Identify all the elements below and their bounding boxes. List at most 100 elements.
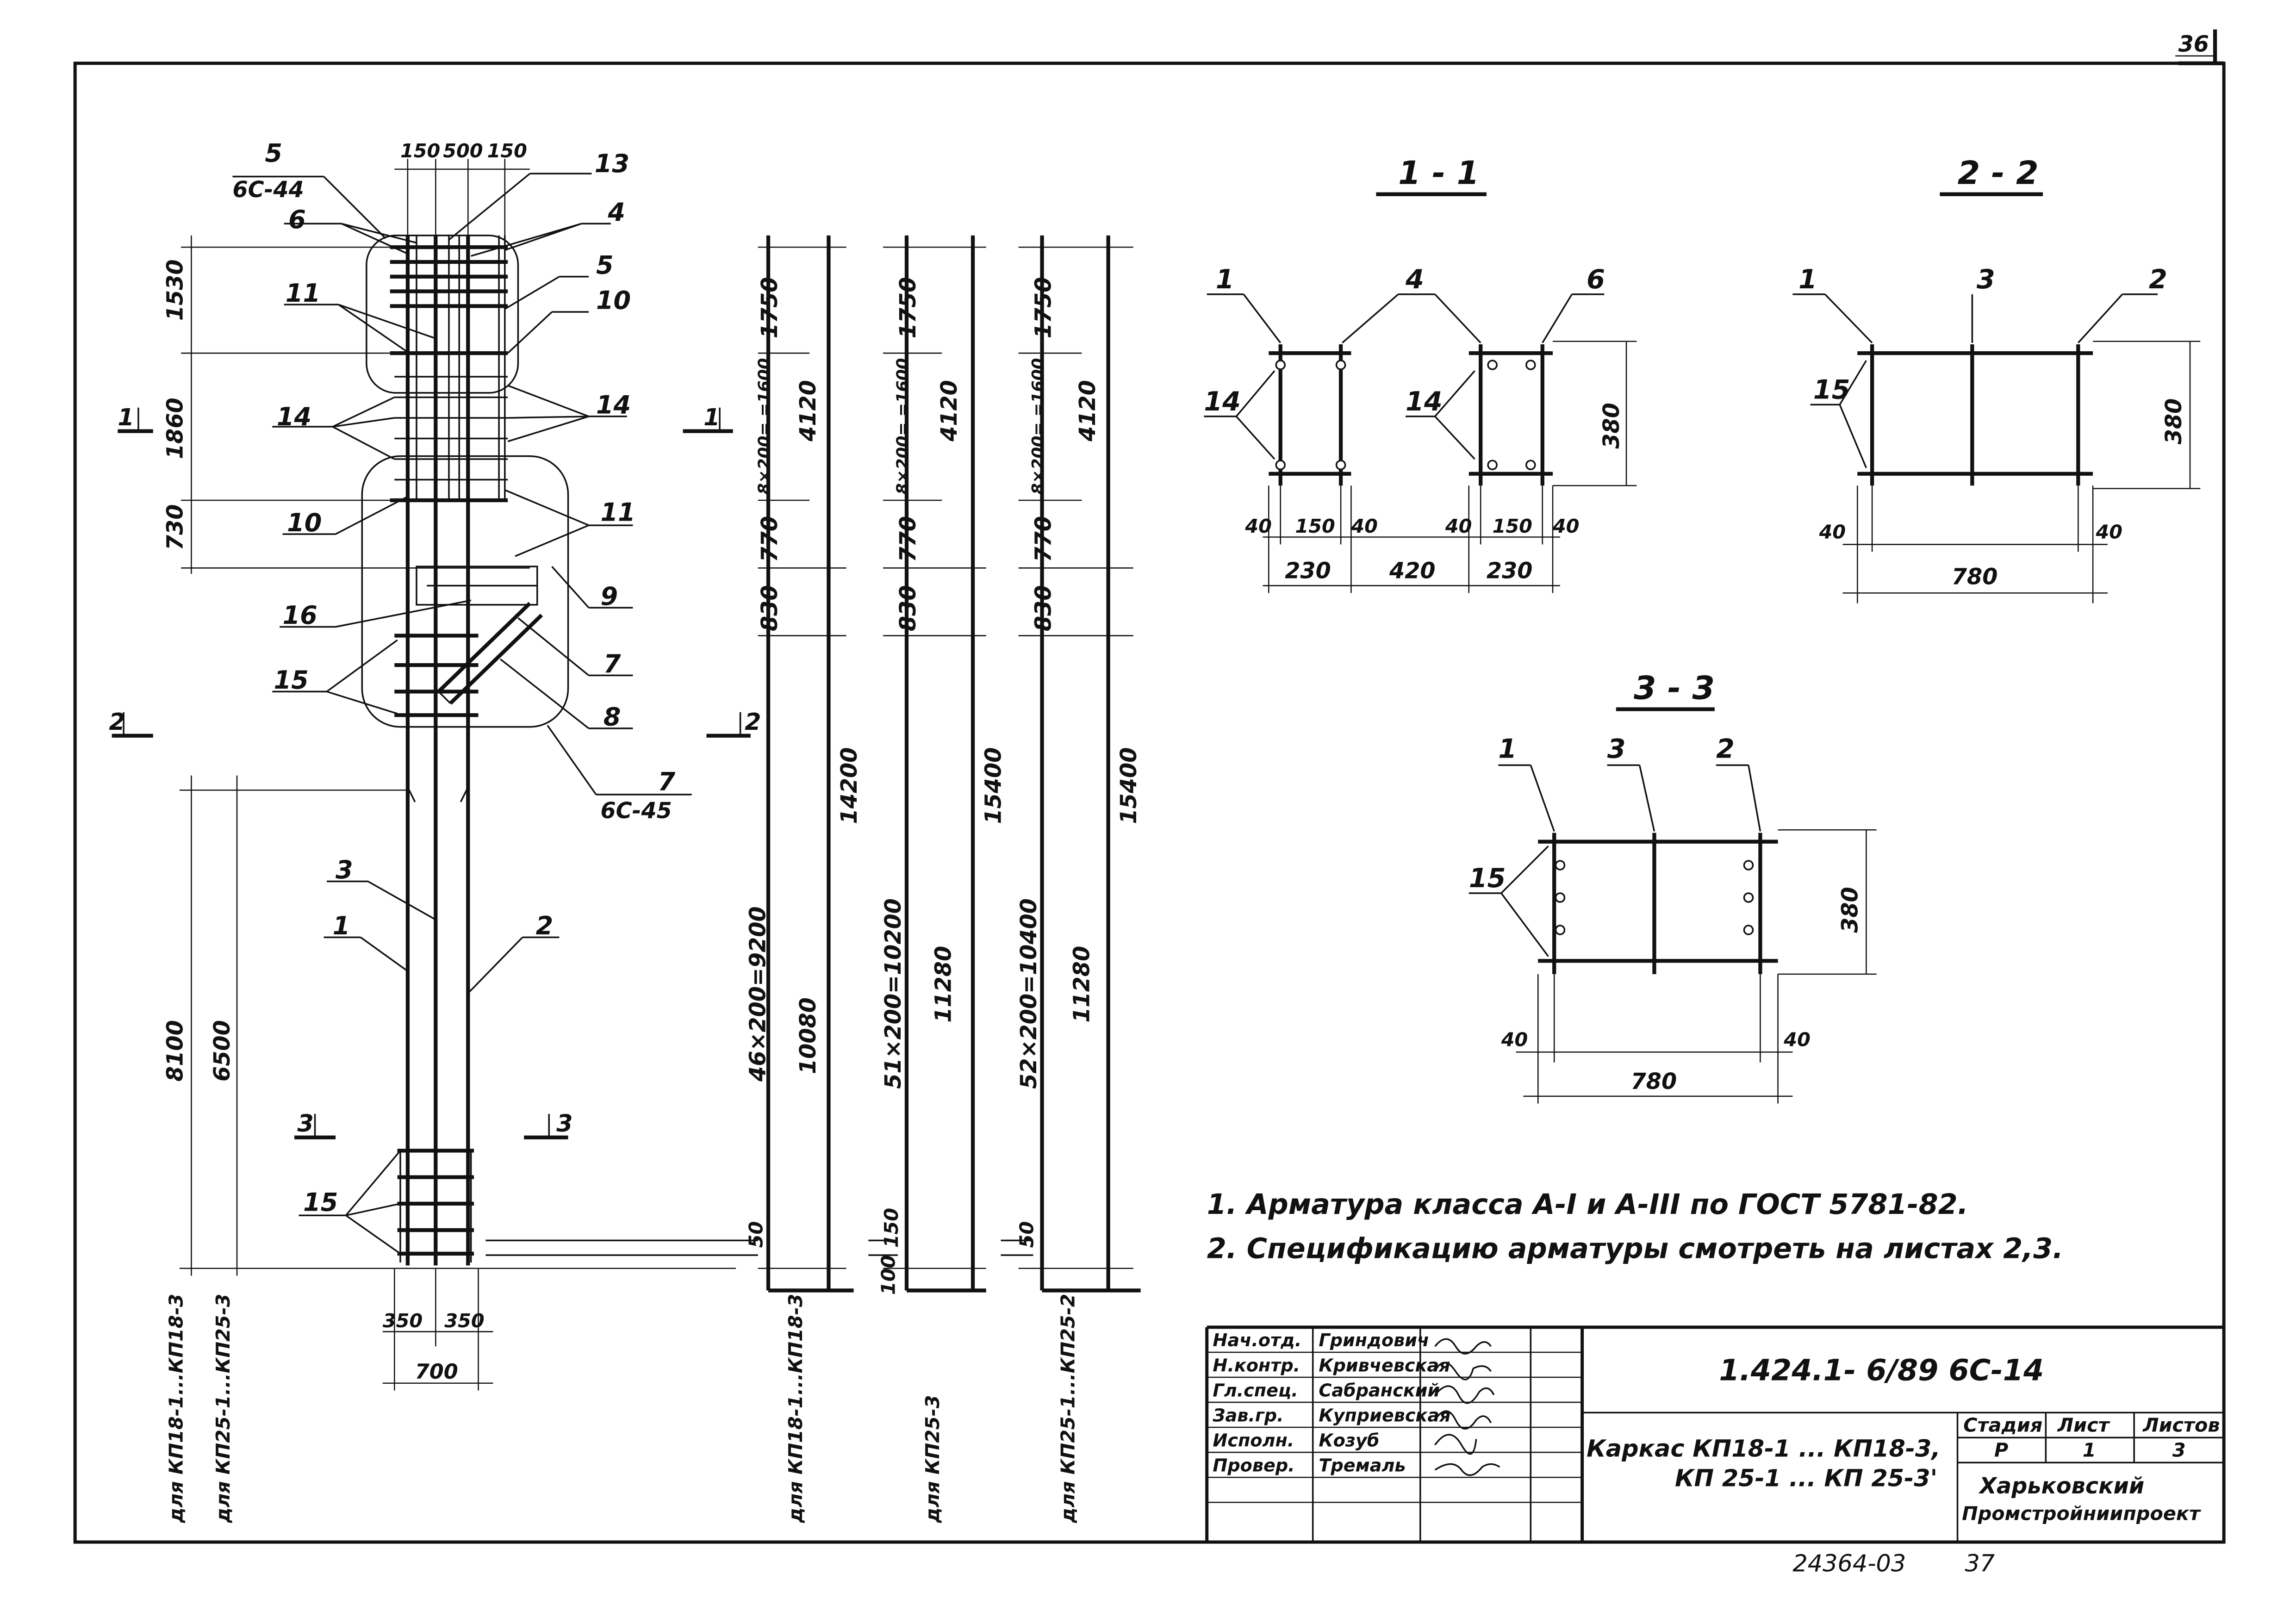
note-2: 2. Спецификацию арматуры смотреть на лис… <box>1207 1232 2063 1265</box>
s11-dim-230-b: 230 <box>1487 559 1533 584</box>
elev2-10200: 51×200=10200 <box>881 898 906 1089</box>
section-1-1-title: 1 - 1 <box>1398 154 1479 192</box>
doc-title-1: Каркас КП18-1 ... КП18-3, <box>1587 1435 1941 1462</box>
callout-10-left: 10 <box>287 508 322 537</box>
elev1-9200: 46×200=9200 <box>746 906 771 1082</box>
elev2-15400: 15400 <box>981 747 1006 824</box>
dim-150-right: 150 <box>487 140 527 162</box>
elev3-15400: 15400 <box>1116 747 1142 824</box>
stage-header: Стадия <box>1963 1414 2042 1436</box>
elevation-3 <box>1001 235 1141 1293</box>
elev2-11280: 11280 <box>931 946 956 1023</box>
cut-mark-1-left: 1 <box>118 404 134 431</box>
callout-5: 5 <box>596 250 614 280</box>
dim-8100: 8100 <box>162 1020 188 1082</box>
section-2-2-title: 2 - 2 <box>1958 154 2039 192</box>
section-3-3-title: 3 - 3 <box>1634 669 1715 707</box>
s22-dim-380: 380 <box>2161 398 2187 445</box>
callout-13: 13 <box>595 149 629 178</box>
upper-ties <box>390 245 508 503</box>
s11-label-4: 4 <box>1405 264 1424 295</box>
elev2-4120: 4120 <box>937 380 962 442</box>
stage-value: Р <box>1994 1439 2008 1461</box>
callout-15-lower: 15 <box>303 1188 338 1217</box>
s22-label-2: 2 <box>2149 264 2167 295</box>
s11-dim-40-a: 40 <box>1244 515 1272 537</box>
callout-5-top: 5 <box>265 139 282 168</box>
callout-16: 16 <box>283 601 317 630</box>
elev2-100: 100 <box>877 1255 900 1295</box>
for-label-kp18: для КП18-1...КП18-3 <box>165 1294 187 1524</box>
elev3-label: для КП25-1...КП25-2 <box>1057 1294 1079 1524</box>
name-2: Кривчевская <box>1319 1355 1450 1375</box>
doc-code: 1.424.1- 6/89 6С-14 <box>1719 1353 2044 1387</box>
name-1: Гриндович <box>1319 1330 1429 1350</box>
role-3: Гл.спец. <box>1213 1380 1298 1400</box>
s11-label-14-right: 14 <box>1406 386 1443 417</box>
callout-10-right: 10 <box>596 286 631 315</box>
name-6: Тремаль <box>1319 1455 1406 1476</box>
s22-dim-40-left: 40 <box>1819 521 1846 543</box>
elev3-pitch: 8×200= =1600 <box>1029 358 1048 495</box>
elev1-pitch: 8×200= =1600 <box>755 358 774 495</box>
dim-1530: 1530 <box>162 259 188 321</box>
callout-11-right: 11 <box>600 498 635 527</box>
section-3-3 <box>1468 764 1877 1104</box>
callout-1: 1 <box>333 911 350 940</box>
elev3-10400: 52×200=10400 <box>1016 898 1042 1089</box>
section-1-1 <box>1204 293 1637 593</box>
s22-label-15: 15 <box>1813 375 1850 405</box>
for-label-kp25: для КП25-1...КП25-3 <box>212 1294 234 1524</box>
bottom-stamp: 24364-03 <box>1792 1550 1906 1577</box>
elev2-830: 830 <box>896 585 921 631</box>
s33-label-1: 1 <box>1498 734 1517 764</box>
role-5: Исполн. <box>1213 1430 1294 1450</box>
s33-label-2: 2 <box>1716 734 1735 764</box>
signatures <box>1434 1338 1500 1476</box>
elev2-770: 770 <box>896 516 921 562</box>
cut-mark-3-left: 3 <box>297 1110 313 1137</box>
dim-350-right: 350 <box>444 1310 484 1332</box>
elev1-830: 830 <box>757 585 783 631</box>
s11-dim-40-d: 40 <box>1552 515 1580 537</box>
elev2-pitch: 8×200= =1600 <box>894 358 912 495</box>
elev1-10080: 10080 <box>796 997 821 1074</box>
column-elevation <box>361 234 569 1266</box>
callout-7-mid: 7 <box>604 649 621 678</box>
s22-dim-780: 780 <box>1952 564 1998 590</box>
note-1: 1. Арматура класса А-I и А-III по ГОСТ 5… <box>1207 1188 1968 1221</box>
callout-6c45: 6С-45 <box>600 798 672 824</box>
callout-4: 4 <box>607 198 625 227</box>
sheets-header: Листов <box>2142 1414 2220 1436</box>
elevation-2 <box>868 235 986 1293</box>
cut-mark-2-right: 2 <box>745 708 761 735</box>
elev1-1750: 1750 <box>757 277 783 339</box>
cut-mark-1-right: 1 <box>703 404 720 431</box>
role-6: Провер. <box>1213 1455 1294 1476</box>
section-2-2 <box>1792 293 2201 603</box>
role-1: Нач.отд. <box>1213 1330 1301 1350</box>
elev3-830: 830 <box>1031 585 1057 631</box>
dim-730: 730 <box>162 504 188 551</box>
dim-700: 700 <box>415 1360 458 1384</box>
sheet-header: Лист <box>2057 1414 2110 1436</box>
elev1-50: 50 <box>745 1221 767 1248</box>
section-cut-marks <box>112 407 751 1139</box>
elev3-11280: 11280 <box>1069 946 1095 1023</box>
callout-6: 6 <box>288 205 306 234</box>
elev1-4120: 4120 <box>796 380 821 442</box>
s33-dim-40-left: 40 <box>1501 1029 1528 1051</box>
callout-7-bottom: 7 <box>658 767 676 796</box>
s22-label-1: 1 <box>1798 264 1817 295</box>
s11-dim-420: 420 <box>1389 559 1436 584</box>
dim-1860: 1860 <box>162 398 188 459</box>
name-5: Козуб <box>1319 1430 1379 1450</box>
s33-dim-780: 780 <box>1631 1069 1677 1094</box>
s33-label-3: 3 <box>1607 734 1626 764</box>
s33-dim-40-right: 40 <box>1783 1029 1811 1051</box>
dim-500: 500 <box>443 140 483 162</box>
elev2-150: 150 <box>880 1208 902 1248</box>
s33-dim-380: 380 <box>1837 887 1863 933</box>
elev3-1750: 1750 <box>1031 277 1057 339</box>
